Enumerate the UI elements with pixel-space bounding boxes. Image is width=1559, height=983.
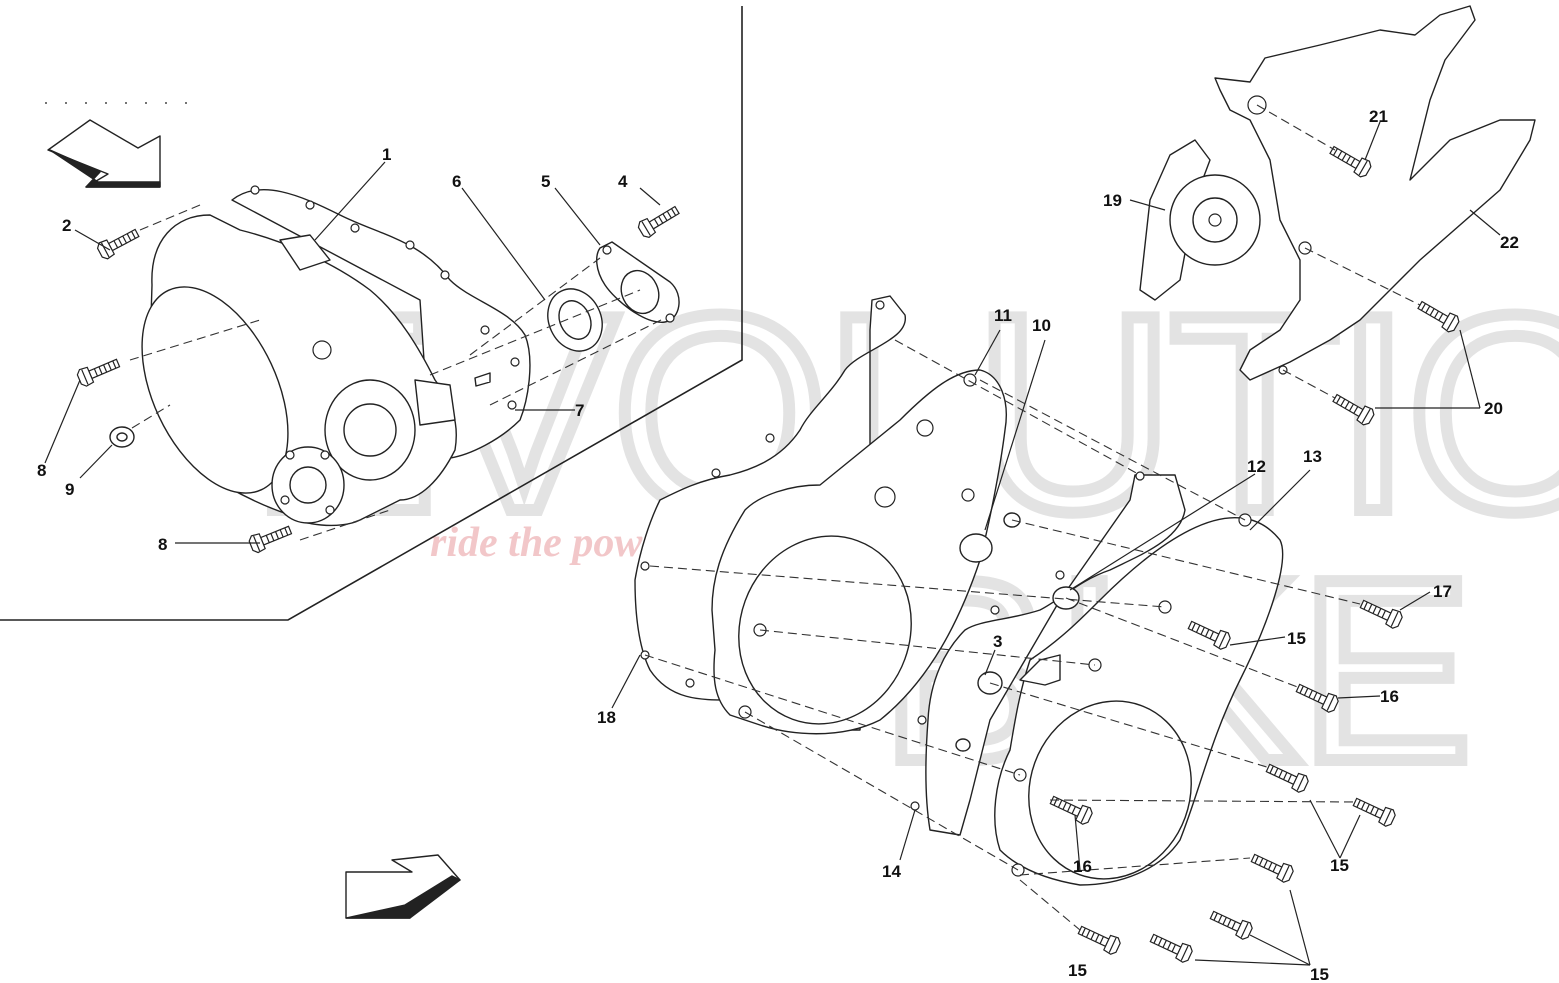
sprocket-cover-assembly [1139, 5, 1536, 428]
callout-12: 12 [1247, 457, 1266, 476]
callout-19: 19 [1103, 191, 1122, 210]
callout-15-bottom-right: 15 [1310, 965, 1329, 983]
callout-1: 1 [382, 145, 391, 164]
callout-8-bottom: 8 [158, 535, 167, 554]
callout-8-left: 8 [37, 461, 46, 480]
callout-16-center: 16 [1073, 857, 1092, 876]
callout-2: 2 [62, 216, 71, 235]
callout-21: 21 [1369, 107, 1388, 126]
callout-3: 3 [993, 632, 1002, 651]
callout-22: 22 [1500, 233, 1519, 252]
callout-15-bottom-left: 15 [1068, 961, 1087, 980]
callout-20: 20 [1484, 399, 1503, 418]
callout-18: 18 [597, 708, 616, 727]
callout-4: 4 [618, 172, 628, 191]
callout-13: 13 [1303, 447, 1322, 466]
leader-lines [44, 121, 1501, 966]
callout-15-right: 15 [1330, 856, 1349, 875]
direction-arrow-icon [345, 854, 461, 919]
callout-15-upper: 15 [1287, 629, 1306, 648]
callout-5: 5 [541, 172, 550, 191]
clutch-cover-assembly [634, 295, 1405, 965]
callout-7: 7 [575, 401, 584, 420]
callout-14: 14 [882, 862, 901, 881]
watermark-tagline: ride the power [430, 520, 678, 566]
callout-labels: 1 2 3 4 5 6 7 8 8 9 10 11 12 13 14 15 15… [37, 107, 1519, 983]
inset-frame [0, 6, 743, 621]
water-pump-cover-assembly [75, 185, 683, 555]
callout-9: 9 [65, 480, 74, 499]
callout-6: 6 [452, 172, 461, 191]
callout-16-right: 16 [1380, 687, 1399, 706]
callout-17: 17 [1433, 582, 1452, 601]
direction-arrow-icon [47, 119, 161, 188]
callout-10: 10 [1032, 316, 1051, 335]
callout-11: 11 [994, 306, 1012, 325]
